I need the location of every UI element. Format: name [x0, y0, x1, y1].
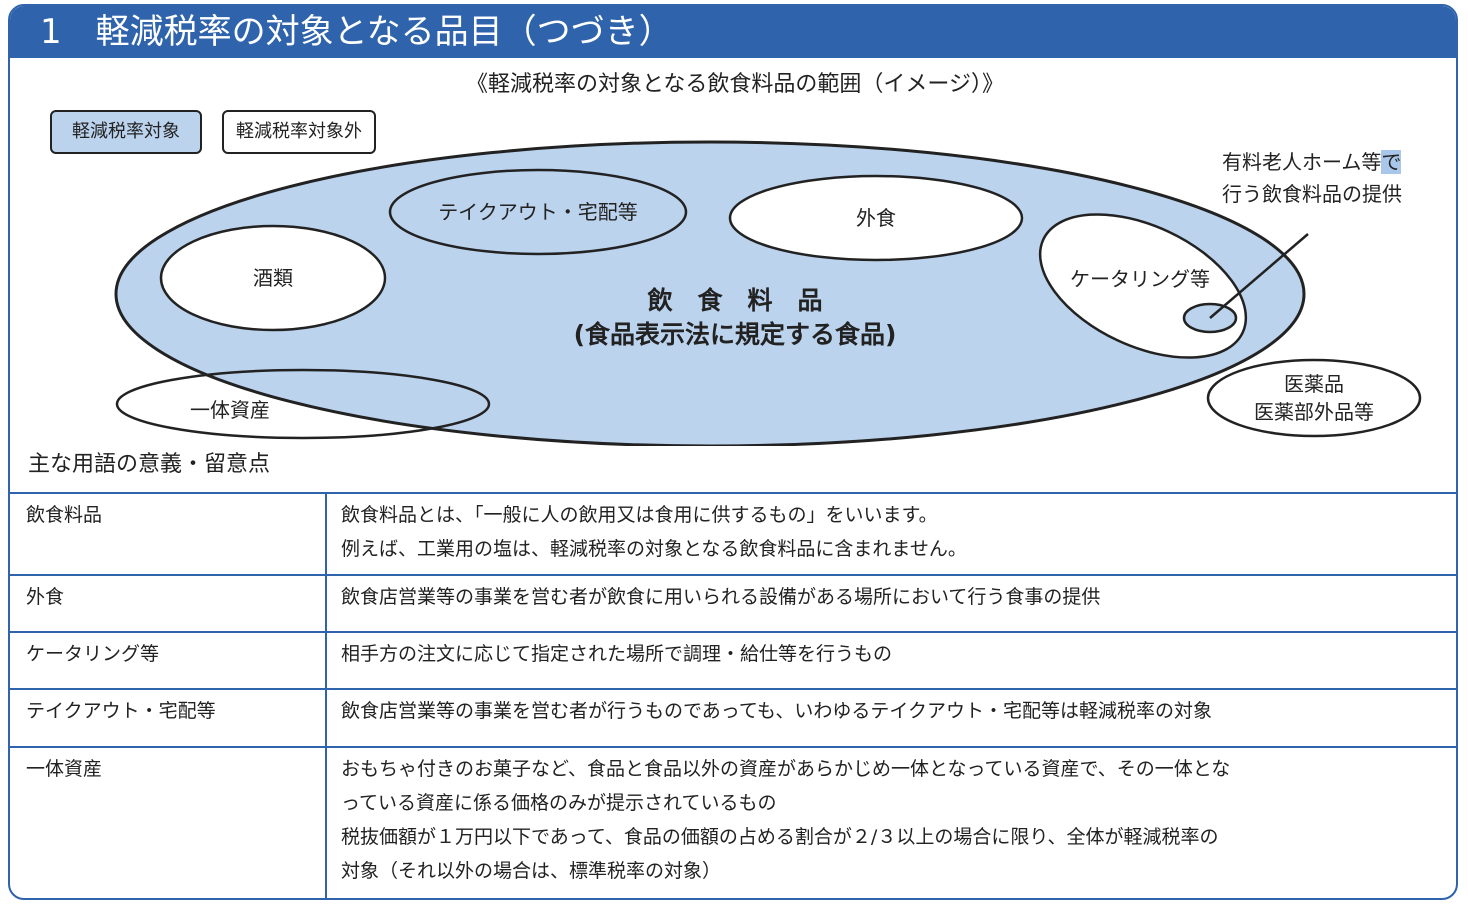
- alcohol-label: 酒類: [253, 266, 293, 290]
- terms-table: 飲食料品 飲食料品とは、「一般に人の飲用又は食用に供するもの」をいいます。 例え…: [10, 492, 1456, 898]
- alcohol-ellipse: [159, 224, 387, 332]
- food-label: 飲 食 料 品 (食品表示法に規定する食品): [510, 284, 960, 352]
- food-label-line1: 飲 食 料 品: [647, 286, 823, 315]
- integrated-asset-label: 一体資産: [190, 398, 270, 422]
- table-row: ケータリング等 相手方の注文に応じて指定された場所で調理・給仕等を行うもの: [10, 631, 1456, 689]
- callout-line1-text: 有料老人ホーム等: [1222, 150, 1382, 174]
- section-title-text: 軽減税率の対象となる品目（つづき）: [95, 12, 673, 52]
- pharma-label: 医薬品 医薬部外品等: [1234, 370, 1394, 426]
- terms-heading: 主な用語の意義・留意点: [28, 452, 271, 477]
- table-row: テイクアウト・宅配等 飲食店営業等の事業を営む者が行うものであっても、いわゆるテ…: [10, 688, 1456, 747]
- table-row: 一体資産 おもちゃ付きのお菓子など、食品と食品以外の資産があらかじめ一体となって…: [10, 746, 1456, 898]
- term-definition: 飲食店営業等の事業を営む者が行うものであっても、いわゆるテイクアウト・宅配等は軽…: [326, 688, 1456, 747]
- term-name: ケータリング等: [10, 631, 327, 689]
- section-number: 1: [40, 12, 62, 52]
- table-row: 外食 飲食店営業等の事業を営む者が飲食に用いられる設備がある場所において行う食事…: [10, 574, 1456, 632]
- pharma-ellipse: [1206, 358, 1422, 438]
- term-definition: おもちゃ付きのお菓子など、食品と食品以外の資産があらかじめ一体となっている資産で…: [326, 746, 1456, 898]
- nursing-home-callout: 有料老人ホーム等で 行う飲食料品の提供: [1222, 146, 1402, 210]
- takeout-ellipse: [388, 168, 688, 256]
- term-name: 外食: [10, 574, 327, 632]
- definition-line: 税抜価額が１万円以下であって、食品の価額の占める割合が２/３以上の場合に限り、全…: [341, 826, 1219, 848]
- dining-out-ellipse: [728, 174, 1024, 262]
- definition-line: 相手方の注文に応じて指定された場所で調理・給仕等を行うもの: [341, 643, 893, 665]
- term-name: 飲食料品: [10, 492, 327, 575]
- section-header: 1 軽減税率の対象となる品目（つづき）: [10, 6, 1456, 58]
- takeout-label: テイクアウト・宅配等: [438, 200, 638, 224]
- definition-line: おもちゃ付きのお菓子など、食品と食品以外の資産があらかじめ一体となっている資産で…: [341, 758, 1231, 780]
- section-title: 1 軽減税率の対象となる品目（つづき）: [40, 10, 673, 54]
- callout-line1: 有料老人ホーム等で: [1222, 146, 1402, 178]
- diagram-title: 《軽減税率の対象となる飲食料品の範囲（イメージ）》: [466, 72, 1004, 97]
- table-row: 飲食料品 飲食料品とは、「一般に人の飲用又は食用に供するもの」をいいます。 例え…: [10, 492, 1456, 575]
- integrated-asset-ellipse: [115, 368, 491, 440]
- legend-non-target: 軽減税率対象外: [222, 110, 376, 154]
- term-definition: 相手方の注文に応じて指定された場所で調理・給仕等を行うもの: [326, 631, 1456, 689]
- definition-line: 飲食店営業等の事業を営む者が飲食に用いられる設備がある場所において行う食事の提供: [341, 586, 1101, 608]
- definition-line: 例えば、工業用の塩は、軽減税率の対象となる飲食料品に含まれません。: [341, 538, 967, 560]
- term-name: テイクアウト・宅配等: [10, 688, 327, 747]
- definition-line: 対象（それ以外の場合は、標準税率の対象）: [341, 860, 722, 882]
- term-definition: 飲食料品とは、「一般に人の飲用又は食用に供するもの」をいいます。 例えば、工業用…: [326, 492, 1456, 575]
- pharma-label-line2: 医薬部外品等: [1254, 400, 1374, 424]
- dining-out-label: 外食: [856, 206, 896, 230]
- legend-target: 軽減税率対象: [50, 110, 202, 154]
- food-label-line2: (食品表示法に規定する食品): [573, 320, 897, 349]
- definition-line: っている資産に係る価格のみが提示されているもの: [341, 792, 777, 814]
- content-frame: 1 軽減税率の対象となる品目（つづき） 《軽減税率の対象となる飲食料品の範囲（イ…: [8, 4, 1458, 900]
- definition-line: 飲食店営業等の事業を営む者が行うものであっても、いわゆるテイクアウト・宅配等は軽…: [341, 700, 1212, 722]
- catering-label: ケータリング等: [1070, 267, 1210, 291]
- callout-highlight: で: [1381, 150, 1402, 174]
- callout-line2: 行う飲食料品の提供: [1222, 182, 1402, 206]
- term-name: 一体資産: [10, 746, 327, 898]
- definition-line: 飲食料品とは、「一般に人の飲用又は食用に供するもの」をいいます。: [341, 504, 938, 526]
- scope-diagram: [114, 140, 1422, 446]
- callout-leader-line: [1209, 233, 1309, 319]
- pharma-label-line1: 医薬品: [1284, 372, 1344, 396]
- term-definition: 飲食店営業等の事業を営む者が飲食に用いられる設備がある場所において行う食事の提供: [326, 574, 1456, 632]
